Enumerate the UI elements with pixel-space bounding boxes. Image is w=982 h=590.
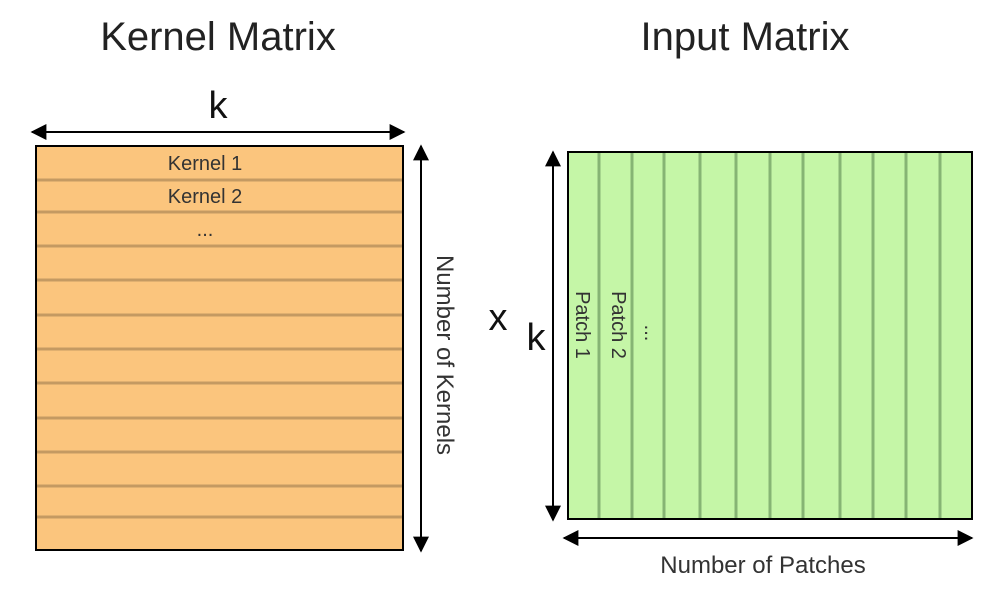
input-column-label-1: Patch 1 (571, 291, 593, 359)
kernel-row-ellipsis: ... (197, 219, 214, 241)
kernel-height-label: Number of Kernels (431, 255, 458, 455)
input-column-dividers (597, 153, 942, 518)
input-matrix-border (567, 151, 973, 520)
kernel-matrix-border (35, 145, 404, 551)
kernel-row-dividers (37, 178, 402, 519)
input-width-label: Number of Patches (660, 552, 865, 579)
input-column-ellipsis: ... (640, 325, 662, 342)
input-height-label: k (527, 317, 547, 359)
kernel-matrix-title: Kernel Matrix (100, 15, 336, 59)
multiplication-operator: x (489, 297, 508, 339)
kernel-row-label-2: Kernel 2 (168, 186, 243, 208)
input-column-label-2: Patch 2 (607, 291, 629, 359)
kernel-width-label: k (209, 85, 229, 127)
input-matrix-title: Input Matrix (641, 15, 850, 59)
kernel-row-label-1: Kernel 1 (168, 153, 243, 175)
